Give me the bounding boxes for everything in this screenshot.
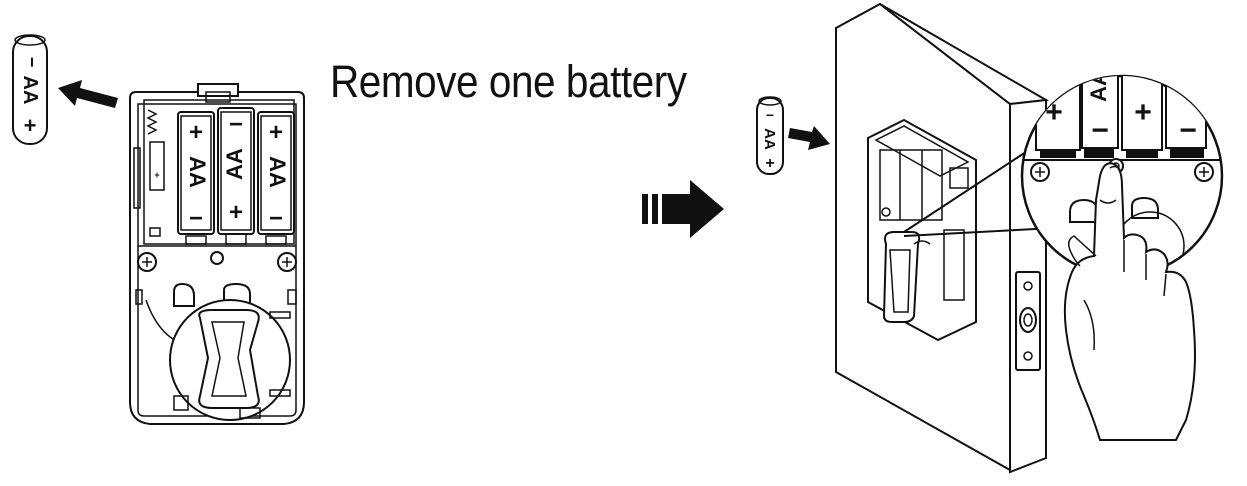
svg-text:AA: AA (19, 76, 41, 105)
svg-text:−: − (269, 205, 283, 232)
insert-arrow (788, 126, 830, 150)
svg-text:+: + (229, 199, 243, 226)
mounted-lock (867, 118, 977, 342)
svg-text:+: + (765, 155, 774, 172)
svg-text:−: − (229, 111, 243, 138)
battery-insert: − AA + (756, 96, 784, 175)
svg-text:AA: AA (222, 148, 247, 180)
removed-battery: − AA + (12, 34, 48, 145)
svg-text:−: − (1179, 114, 1197, 147)
svg-text:+: + (24, 113, 37, 138)
svg-text:+: + (189, 119, 203, 146)
svg-text:+: + (154, 170, 159, 180)
instruction-title: Remove one battery (330, 56, 687, 107)
lock-interior-plate: + + AA − − AA + + AA − (129, 83, 305, 425)
svg-text:+: + (269, 119, 283, 146)
next-step-arrow (642, 180, 724, 238)
svg-text:AA: AA (1086, 70, 1111, 102)
battery-slot-1: + AA − (177, 111, 215, 235)
svg-text:AA: AA (185, 156, 210, 188)
svg-text:−: − (22, 57, 42, 68)
battery-slot-3: + AA − (257, 111, 295, 235)
svg-text:AA: AA (265, 156, 290, 188)
battery-slot-2: − AA + (217, 107, 255, 235)
pressing-hand (1063, 162, 1196, 441)
svg-text:+: + (1134, 96, 1152, 129)
svg-text:−: − (766, 107, 774, 123)
svg-text:−: − (189, 205, 203, 232)
svg-text:AA: AA (761, 128, 778, 150)
svg-text:−: − (1091, 114, 1109, 147)
remove-arrow (58, 80, 118, 108)
svg-text:+: + (1045, 96, 1063, 129)
